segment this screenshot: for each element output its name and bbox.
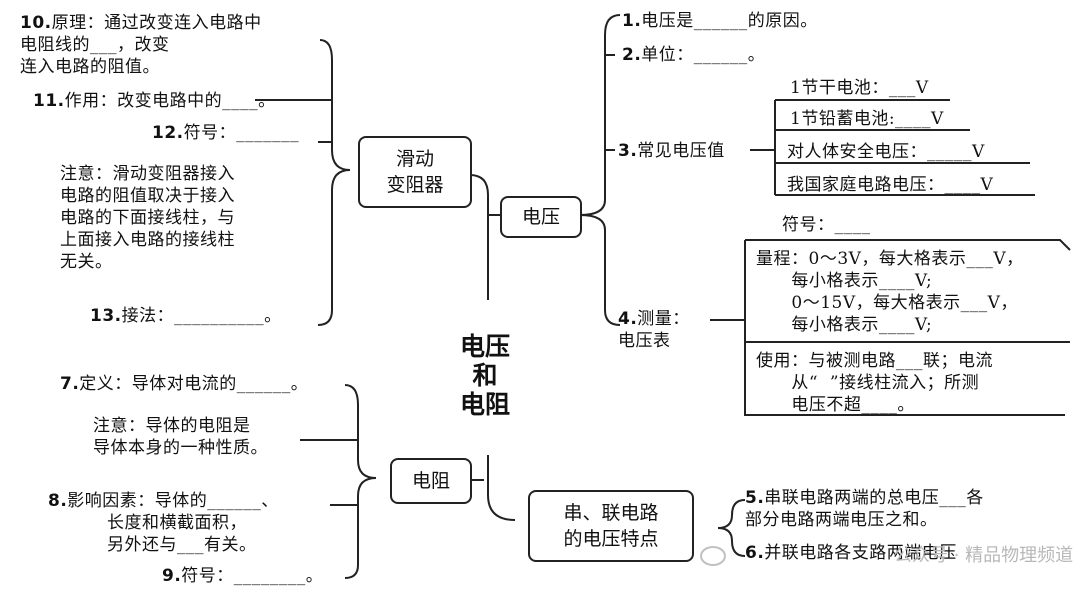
item-6: 6.并联电路各支路两端电压 [745, 542, 957, 564]
node-chuanbing-dianlu: 串、联电路 的电压特点 [528, 490, 694, 562]
common-voltage-4: 我国家庭电路电压：____V [787, 175, 994, 195]
item-9-number: 9. [162, 566, 182, 586]
wechat-icon [700, 546, 726, 566]
common-voltage-1: 1节干电池：___V [790, 78, 929, 98]
voltmeter-range: 量程：0～3V，每大格表示___V， 每小格表示____V; 0～15V，每大格… [756, 249, 1024, 335]
voltmeter-usage: 使用：与被测电路___联；电流 从“ ”接线柱流入；所测 电压不超____。 [756, 351, 993, 415]
item-11-number: 11. [33, 91, 65, 111]
node-huadong-bianzuqi: 滑动 变阻器 [358, 136, 472, 208]
item-2: 2.单位：______。 [622, 44, 765, 66]
item-8-text: 影响因素：导体的______、 长度和横截面积， 另外还与___有关。 [67, 491, 279, 555]
item-10-number: 10. [20, 13, 52, 33]
item-7-number: 7. [60, 374, 80, 394]
item-9-text: 符号：________。 [181, 566, 324, 586]
common-voltage-3: 对人体安全电压：_____V [787, 142, 985, 162]
node-dianya: 电压 [500, 196, 582, 238]
node-dianzu: 电阻 [390, 458, 472, 504]
huadong-note: 注意：滑动变阻器接入 电路的阻值取决于接入 电路的下面接线柱，与 上面接入电路的… [60, 164, 235, 272]
item-2-number: 2. [622, 45, 642, 65]
item-12-number: 12. [152, 123, 184, 143]
item-5-text: 串联电路两端的总电压___各 部分电路两端电压之和。 [745, 488, 984, 530]
item-4-text: 测量： 电压表 [618, 309, 690, 351]
item-5: 5.串联电路两端的总电压___各 部分电路两端电压之和。 [745, 487, 984, 531]
item-1: 1.电压是______的原因。 [622, 10, 818, 32]
item-4: 4.测量： 电压表 [618, 308, 690, 352]
voltmeter-symbol: 符号：____ [782, 215, 871, 235]
item-8: 8.影响因素：导体的______、 长度和横截面积， 另外还与___有关。 [48, 490, 279, 556]
item-11: 11.作用：改变电路中的____。 [33, 90, 276, 112]
common-voltage-2: 1节铅蓄电池:____V [790, 109, 944, 129]
item-13-text: 接法：__________。 [121, 306, 282, 326]
dianzu-note: 注意：导体的电阻是 导体本身的一种性质。 [93, 416, 268, 458]
item-3-number: 3. [618, 141, 638, 161]
item-13-number: 13. [90, 306, 122, 326]
center-title-line3: 电阻 [459, 390, 510, 419]
item-10-text: 原理：通过改变连入电路中 电阻线的___，改变 连入电路的阻值。 [20, 13, 262, 77]
item-12: 12.符号：_______ [152, 122, 299, 144]
item-2-text: 单位：______。 [641, 45, 766, 65]
center-title: 电压 和 电阻 [455, 332, 515, 419]
item-6-text: 并联电路各支路两端电压 [764, 543, 957, 563]
item-11-text: 作用：改变电路中的____。 [64, 91, 276, 111]
item-5-number: 5. [745, 488, 765, 508]
item-1-number: 1. [622, 11, 642, 31]
item-7: 7.定义：导体对电流的______。 [60, 373, 308, 395]
center-title-line2: 和 [472, 361, 498, 390]
item-7-text: 定义：导体对电流的______。 [79, 374, 309, 394]
item-13: 13.接法：__________。 [90, 305, 282, 327]
item-3: 3.常见电压值 [618, 140, 725, 162]
item-6-number: 6. [745, 543, 765, 563]
center-title-line1: 电压 [459, 332, 510, 361]
item-10: 10.原理：通过改变连入电路中 电阻线的___，改变 连入电路的阻值。 [20, 12, 262, 78]
item-3-text: 常见电压值 [637, 141, 725, 161]
item-1-text: 电压是______的原因。 [641, 11, 818, 31]
item-12-text: 符号：_______ [183, 123, 300, 143]
watermark: 公众号 · 精品物理频道 [700, 541, 1073, 567]
item-9: 9.符号：________。 [162, 565, 323, 587]
watermark-text: 公众号 · 精品物理频道 [894, 545, 1074, 566]
item-8-number: 8. [48, 491, 68, 511]
item-4-number: 4. [618, 309, 638, 329]
